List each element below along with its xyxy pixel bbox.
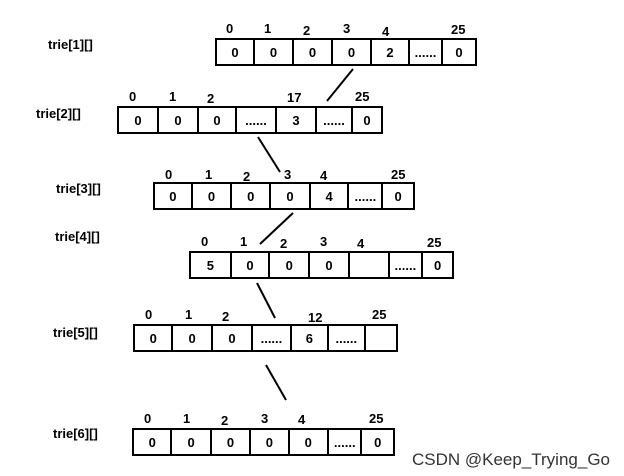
array-cell: ...... <box>410 40 443 64</box>
index-label: 0 <box>201 234 209 249</box>
array-cell <box>350 253 390 277</box>
connector-5-6 <box>265 364 287 401</box>
array-cell: 5 <box>191 253 232 277</box>
watermark: CSDN @Keep_Trying_Go <box>411 450 610 469</box>
array-cell: 0 <box>173 326 213 350</box>
array-cells: 5 0 0 0 ...... 0 <box>189 251 454 279</box>
array-cells: 0 0 0 ...... 6 ...... <box>133 324 398 352</box>
array-cell: ...... <box>349 184 384 208</box>
array-cell: ...... <box>390 253 424 277</box>
index-label: 4 <box>382 24 390 39</box>
index-label: 2 <box>221 413 229 428</box>
array-cell: ...... <box>329 326 366 350</box>
index-label: 12 <box>308 310 323 325</box>
index-label: 4 <box>320 168 328 183</box>
index-label: 1 <box>264 21 272 36</box>
index-label: 0 <box>144 411 152 426</box>
index-label: 0 <box>165 167 173 182</box>
row-label: trie[1][] <box>48 37 93 52</box>
array-cell: 0 <box>271 184 311 208</box>
index-label: 2 <box>222 309 230 324</box>
array-cell: 0 <box>374 434 382 450</box>
array-cell: ...... <box>317 108 353 132</box>
array-cells: 0 0 0 0 2 ...... 0 <box>215 38 477 66</box>
index-label: 2 <box>207 91 215 106</box>
array-cell: 0 <box>333 40 372 64</box>
array-cell <box>366 326 397 350</box>
index-label: 4 <box>357 236 365 251</box>
index-label: 1 <box>169 89 177 104</box>
array-cell: 0 <box>455 44 463 60</box>
array-cell: 0 <box>255 40 294 64</box>
index-label: 4 <box>298 412 306 427</box>
array-cell: ...... <box>253 326 292 350</box>
array-cell: 0 <box>310 253 350 277</box>
array-cell: 0 <box>232 184 272 208</box>
row-label: trie[5][] <box>53 325 98 340</box>
index-label: 25 <box>355 89 370 104</box>
index-label: 25 <box>372 307 387 322</box>
index-label: 2 <box>243 169 251 184</box>
index-label: 3 <box>320 234 328 249</box>
array-cell: 4 <box>311 184 350 208</box>
index-label: 3 <box>284 167 292 182</box>
array-cell: 0 <box>135 326 174 350</box>
index-label: 3 <box>261 411 269 426</box>
array-cell: 0 <box>290 430 329 454</box>
index-label: 25 <box>427 235 442 250</box>
index-label: 1 <box>183 411 191 426</box>
array-cells: 0 0 0 ...... 3 ...... 0 <box>117 106 383 134</box>
array-cell: 0 <box>363 112 371 128</box>
array-cells: 0 0 0 0 4 ...... 0 <box>153 182 415 210</box>
array-cell: 3 <box>277 108 317 132</box>
index-label: 0 <box>129 89 137 104</box>
array-cell: 2 <box>372 40 410 64</box>
array-cell: 0 <box>212 430 252 454</box>
array-cell: ...... <box>329 430 363 454</box>
array-cell: 0 <box>213 326 254 350</box>
array-cell: 0 <box>232 253 271 277</box>
index-label: 25 <box>451 22 466 37</box>
row-label: trie[2][] <box>36 106 81 121</box>
array-cell: 0 <box>434 257 442 273</box>
index-label: 25 <box>391 167 406 182</box>
index-label: 1 <box>240 234 248 249</box>
index-label: 2 <box>280 236 288 251</box>
index-label: 25 <box>369 411 384 426</box>
array-cell: 0 <box>251 430 290 454</box>
index-label: 2 <box>303 23 311 38</box>
connector-2-3 <box>257 136 281 173</box>
index-label: 1 <box>185 307 193 322</box>
index-label: 3 <box>343 21 351 36</box>
index-label: 0 <box>226 21 234 36</box>
index-label: 0 <box>145 307 153 322</box>
array-cell: 0 <box>119 108 159 132</box>
index-label: 17 <box>287 90 302 105</box>
row-label: trie[6][] <box>53 426 98 441</box>
row-label: trie[3][] <box>56 181 101 196</box>
array-cell: ...... <box>237 108 277 132</box>
array-cell: 0 <box>134 430 173 454</box>
connector-1-2 <box>326 68 354 102</box>
connector-4-5 <box>256 282 276 319</box>
array-cell: 0 <box>217 40 255 64</box>
array-cell: 0 <box>155 184 193 208</box>
array-cells: 0 0 0 0 0 ...... 0 <box>132 428 395 456</box>
index-label: 1 <box>205 167 213 182</box>
array-cell: 6 <box>292 326 330 350</box>
row-label: trie[4][] <box>55 229 100 244</box>
array-cell: 0 <box>159 108 199 132</box>
array-cell: 0 <box>270 253 311 277</box>
array-cell: 0 <box>394 188 402 204</box>
array-cell: 0 <box>199 108 237 132</box>
array-cell: 0 <box>172 430 212 454</box>
connector-3-4 <box>259 212 294 245</box>
array-cell: 0 <box>193 184 233 208</box>
array-cell: 0 <box>294 40 333 64</box>
